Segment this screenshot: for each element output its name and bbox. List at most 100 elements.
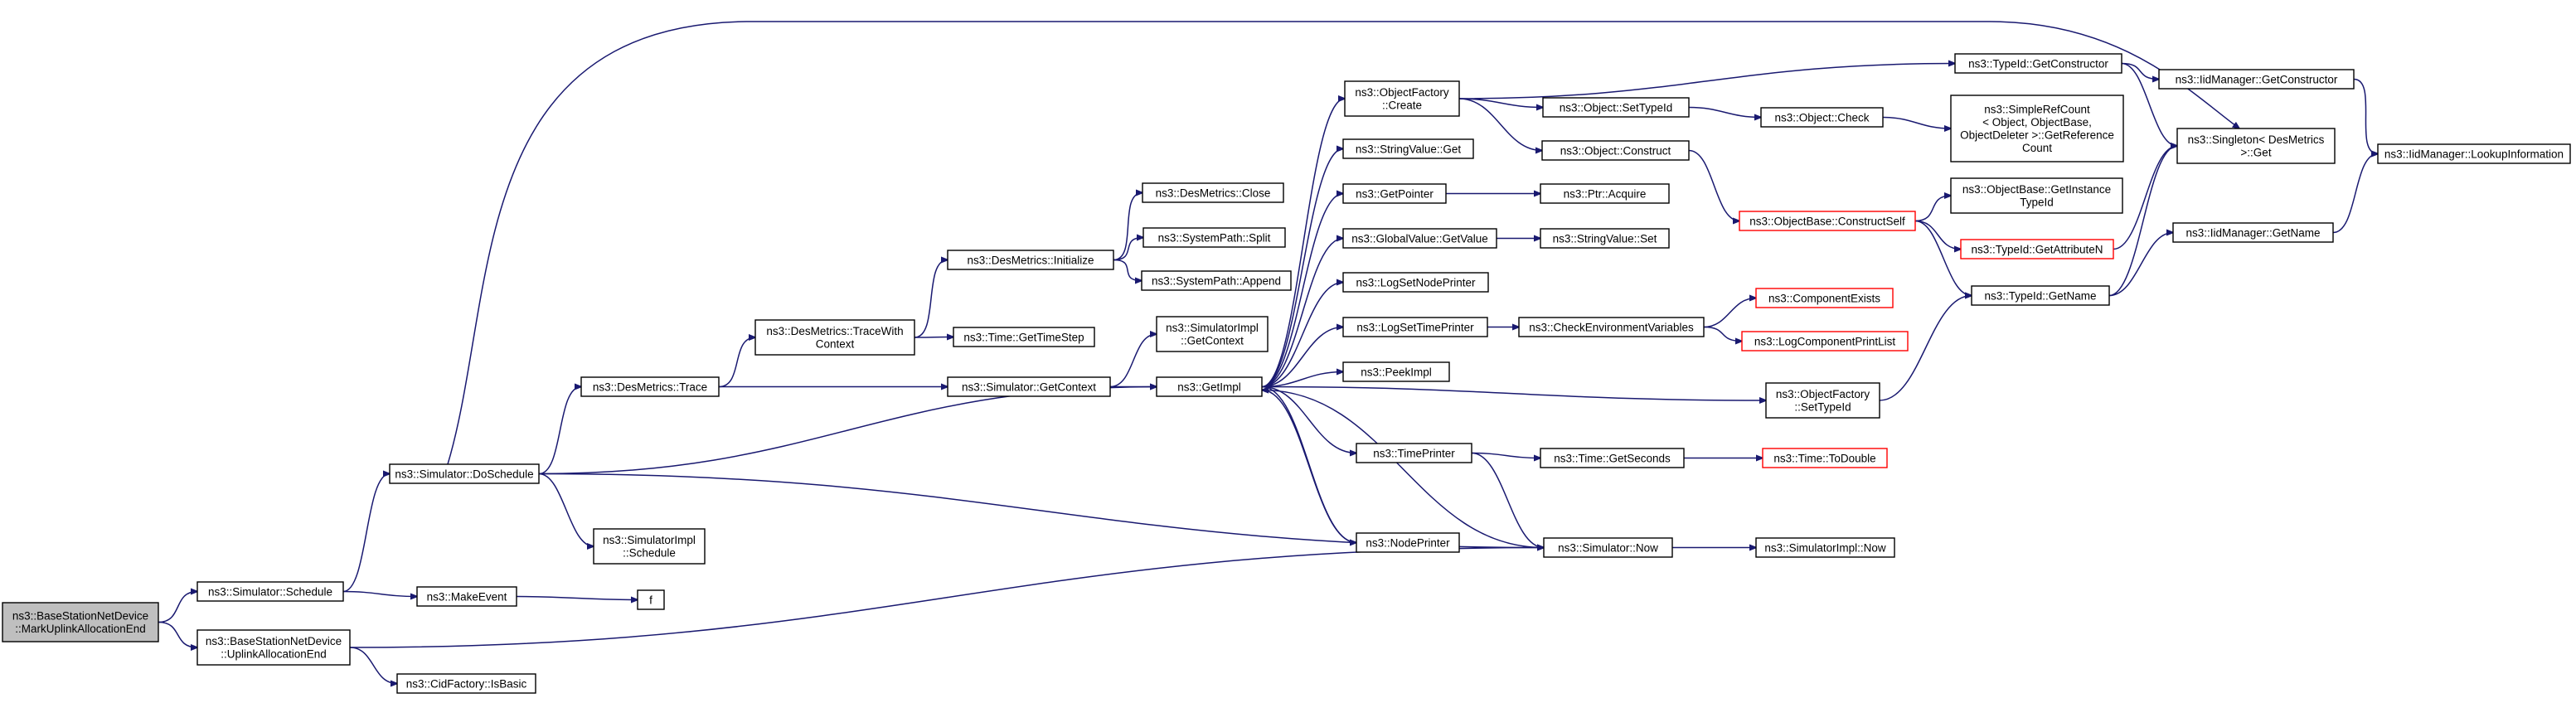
node-box[interactable] — [1540, 448, 1685, 468]
node-box[interactable] — [1542, 97, 1690, 118]
node-obj-settypeid[interactable]: ns3::Object::SetTypeId — [1542, 97, 1690, 118]
node-box[interactable] — [1960, 239, 2114, 259]
node-box[interactable] — [1342, 272, 1489, 293]
node-cid-isbasic[interactable]: ns3::CidFactory::IsBasic — [396, 673, 536, 694]
node-iidm-getctor[interactable]: ns3::IidManager::GetConstructor — [2158, 69, 2355, 90]
node-sp-split[interactable]: ns3::SystemPath::Split — [1142, 227, 1286, 248]
node-objbase-constructself[interactable]: ns3::ObjectBase::ConstructSelf — [1739, 211, 1916, 231]
node-sim-now[interactable]: ns3::Simulator::Now — [1543, 537, 1673, 558]
node-of-create[interactable]: ns3::ObjectFactory::Create — [1344, 80, 1460, 117]
node-singleton-get[interactable]: ns3::Singleton< DesMetrics >::Get — [2176, 128, 2336, 164]
node-box[interactable] — [1342, 228, 1497, 249]
node-tid-getctor[interactable]: ns3::TypeId::GetConstructor — [1954, 53, 2122, 74]
node-box[interactable] — [947, 250, 1114, 270]
node-box[interactable] — [1762, 448, 1888, 468]
node-doschedule[interactable]: ns3::Simulator::DoSchedule — [389, 463, 540, 484]
node-check-env[interactable]: ns3::CheckEnvironmentVariables — [1518, 317, 1705, 337]
node-box[interactable] — [1739, 211, 1916, 231]
node-box[interactable] — [1540, 228, 1670, 249]
node-box[interactable] — [1344, 80, 1460, 117]
node-box[interactable] — [637, 589, 665, 610]
node-box[interactable] — [1342, 183, 1447, 204]
node-component-exists[interactable]: ns3::ComponentExists — [1755, 288, 1894, 308]
node-box[interactable] — [580, 376, 720, 397]
node-box[interactable] — [396, 673, 536, 694]
node-box[interactable] — [754, 319, 915, 356]
node-box[interactable] — [1342, 138, 1474, 159]
node-schedule[interactable]: ns3::Simulator::Schedule — [196, 581, 344, 602]
node-box[interactable] — [1540, 183, 1670, 204]
node-uplink-end[interactable]: ns3::BaseStationNetDevice::UplinkAllocat… — [196, 629, 351, 666]
node-box[interactable] — [389, 463, 540, 484]
node-sim-getctx[interactable]: ns3::Simulator::GetContext — [947, 376, 1111, 397]
node-log-component-printlist[interactable]: ns3::LogComponentPrintList — [1741, 331, 1909, 352]
node-box[interactable] — [1755, 288, 1894, 308]
node-tid-getattributen[interactable]: ns3::TypeId::GetAttributeN — [1960, 239, 2114, 259]
node-box[interactable] — [1741, 331, 1909, 352]
node-f[interactable]: f — [637, 589, 665, 610]
node-gv-getvalue[interactable]: ns3::GlobalValue::GetValue — [1342, 228, 1497, 249]
node-box[interactable] — [1142, 182, 1284, 203]
node-box[interactable] — [196, 629, 351, 666]
node-log-timeprinter[interactable]: ns3::LogSetTimePrinter — [1342, 317, 1488, 337]
node-box[interactable] — [953, 327, 1095, 347]
node-nodeprinter[interactable]: ns3::NodePrinter — [1356, 532, 1460, 553]
node-box[interactable] — [1342, 361, 1450, 382]
node-tid-getname[interactable]: ns3::TypeId::GetName — [1971, 285, 2110, 306]
node-box[interactable] — [1950, 177, 2123, 214]
node-box[interactable] — [1765, 382, 1880, 419]
node-log-nodeprinter[interactable]: ns3::LogSetNodePrinter — [1342, 272, 1489, 293]
node-simple-refcount[interactable]: ns3::SimpleRefCount< Object, ObjectBase,… — [1950, 95, 2124, 162]
node-simimpl-getctx[interactable]: ns3::SimulatorImpl::GetContext — [1156, 316, 1269, 352]
node-box[interactable] — [416, 586, 517, 607]
node-sv-get[interactable]: ns3::StringValue::Get — [1342, 138, 1474, 159]
node-box[interactable] — [1543, 537, 1673, 558]
node-box[interactable] — [1950, 95, 2124, 162]
node-box[interactable] — [1356, 443, 1472, 463]
node-box[interactable] — [1141, 270, 1292, 291]
node-box[interactable] — [2176, 128, 2336, 164]
node-box[interactable] — [1356, 532, 1460, 553]
node-box[interactable] — [1954, 53, 2122, 74]
node-timeprinter[interactable]: ns3::TimePrinter — [1356, 443, 1472, 463]
node-box[interactable] — [1156, 376, 1263, 397]
node-time-getstep[interactable]: ns3::Time::GetTimeStep — [953, 327, 1095, 347]
node-box[interactable] — [2172, 222, 2334, 243]
node-getpointer[interactable]: ns3::GetPointer — [1342, 183, 1447, 204]
node-box[interactable] — [1760, 107, 1884, 128]
node-box[interactable] — [1342, 317, 1488, 337]
node-des-init[interactable]: ns3::DesMetrics::Initialize — [947, 250, 1114, 270]
node-sv-set[interactable]: ns3::StringValue::Set — [1540, 228, 1670, 249]
node-iidm-getname[interactable]: ns3::IidManager::GetName — [2172, 222, 2334, 243]
node-box[interactable] — [2377, 143, 2571, 164]
node-sp-append[interactable]: ns3::SystemPath::Append — [1141, 270, 1292, 291]
node-ptr-acquire[interactable]: ns3::Ptr::Acquire — [1540, 183, 1670, 204]
node-des-trace[interactable]: ns3::DesMetrics::Trace — [580, 376, 720, 397]
node-des-close[interactable]: ns3::DesMetrics::Close — [1142, 182, 1284, 203]
node-getimpl[interactable]: ns3::GetImpl — [1156, 376, 1263, 397]
node-box[interactable] — [1518, 317, 1705, 337]
node-box[interactable] — [2, 602, 159, 642]
node-box[interactable] — [1755, 537, 1895, 558]
node-iidm-lookup[interactable]: ns3::IidManager::LookupInformation — [2377, 143, 2571, 164]
node-obj-construct[interactable]: ns3::Object::Construct — [1541, 140, 1690, 161]
node-makeevent[interactable]: ns3::MakeEvent — [416, 586, 517, 607]
node-box[interactable] — [196, 581, 344, 602]
node-obj-check[interactable]: ns3::Object::Check — [1760, 107, 1884, 128]
node-box[interactable] — [947, 376, 1111, 397]
node-of-settypeid[interactable]: ns3::ObjectFactory::SetTypeId — [1765, 382, 1880, 419]
node-box[interactable] — [1142, 227, 1286, 248]
node-time-todouble[interactable]: ns3::Time::ToDouble — [1762, 448, 1888, 468]
node-box[interactable] — [1541, 140, 1690, 161]
node-root[interactable]: ns3::BaseStationNetDevice::MarkUplinkAll… — [2, 602, 159, 642]
node-box[interactable] — [2158, 69, 2355, 90]
node-simimpl-now[interactable]: ns3::SimulatorImpl::Now — [1755, 537, 1895, 558]
node-simimpl-schedule[interactable]: ns3::SimulatorImpl::Schedule — [593, 528, 706, 565]
node-peekimpl[interactable]: ns3::PeekImpl — [1342, 361, 1450, 382]
node-time-getseconds[interactable]: ns3::Time::GetSeconds — [1540, 448, 1685, 468]
node-box[interactable] — [1971, 285, 2110, 306]
node-box[interactable] — [1156, 316, 1269, 352]
node-box[interactable] — [593, 528, 706, 565]
